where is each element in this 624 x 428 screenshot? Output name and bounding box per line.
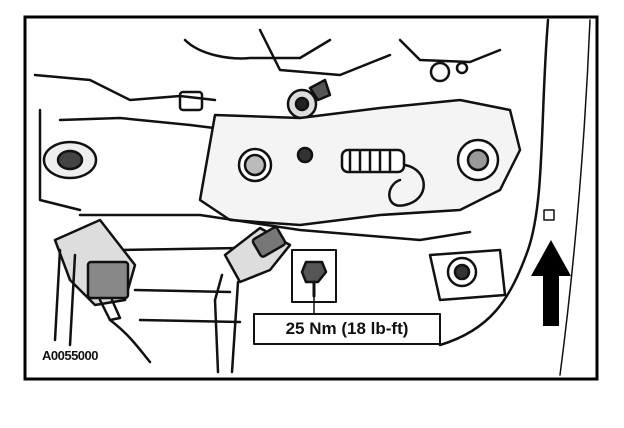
upper-bolt: [286, 78, 332, 120]
lower-right-bolt: [446, 256, 478, 288]
torque-specification-label: 25 Nm (18 lb-ft): [285, 319, 409, 338]
retaining-clip: [340, 148, 425, 207]
torque-bolt: [291, 249, 337, 303]
figure-identifier: A0055000: [42, 348, 99, 363]
torque-callout-box: [253, 313, 441, 345]
left-mount: [42, 140, 98, 180]
engine-upper-housing: [183, 38, 332, 60]
left-electrical-connector: [53, 218, 152, 364]
center-electrical-connector: [213, 226, 292, 374]
up-arrow-icon: [531, 240, 571, 326]
body-panel-edge: [438, 18, 550, 347]
right-mount: [456, 138, 500, 182]
